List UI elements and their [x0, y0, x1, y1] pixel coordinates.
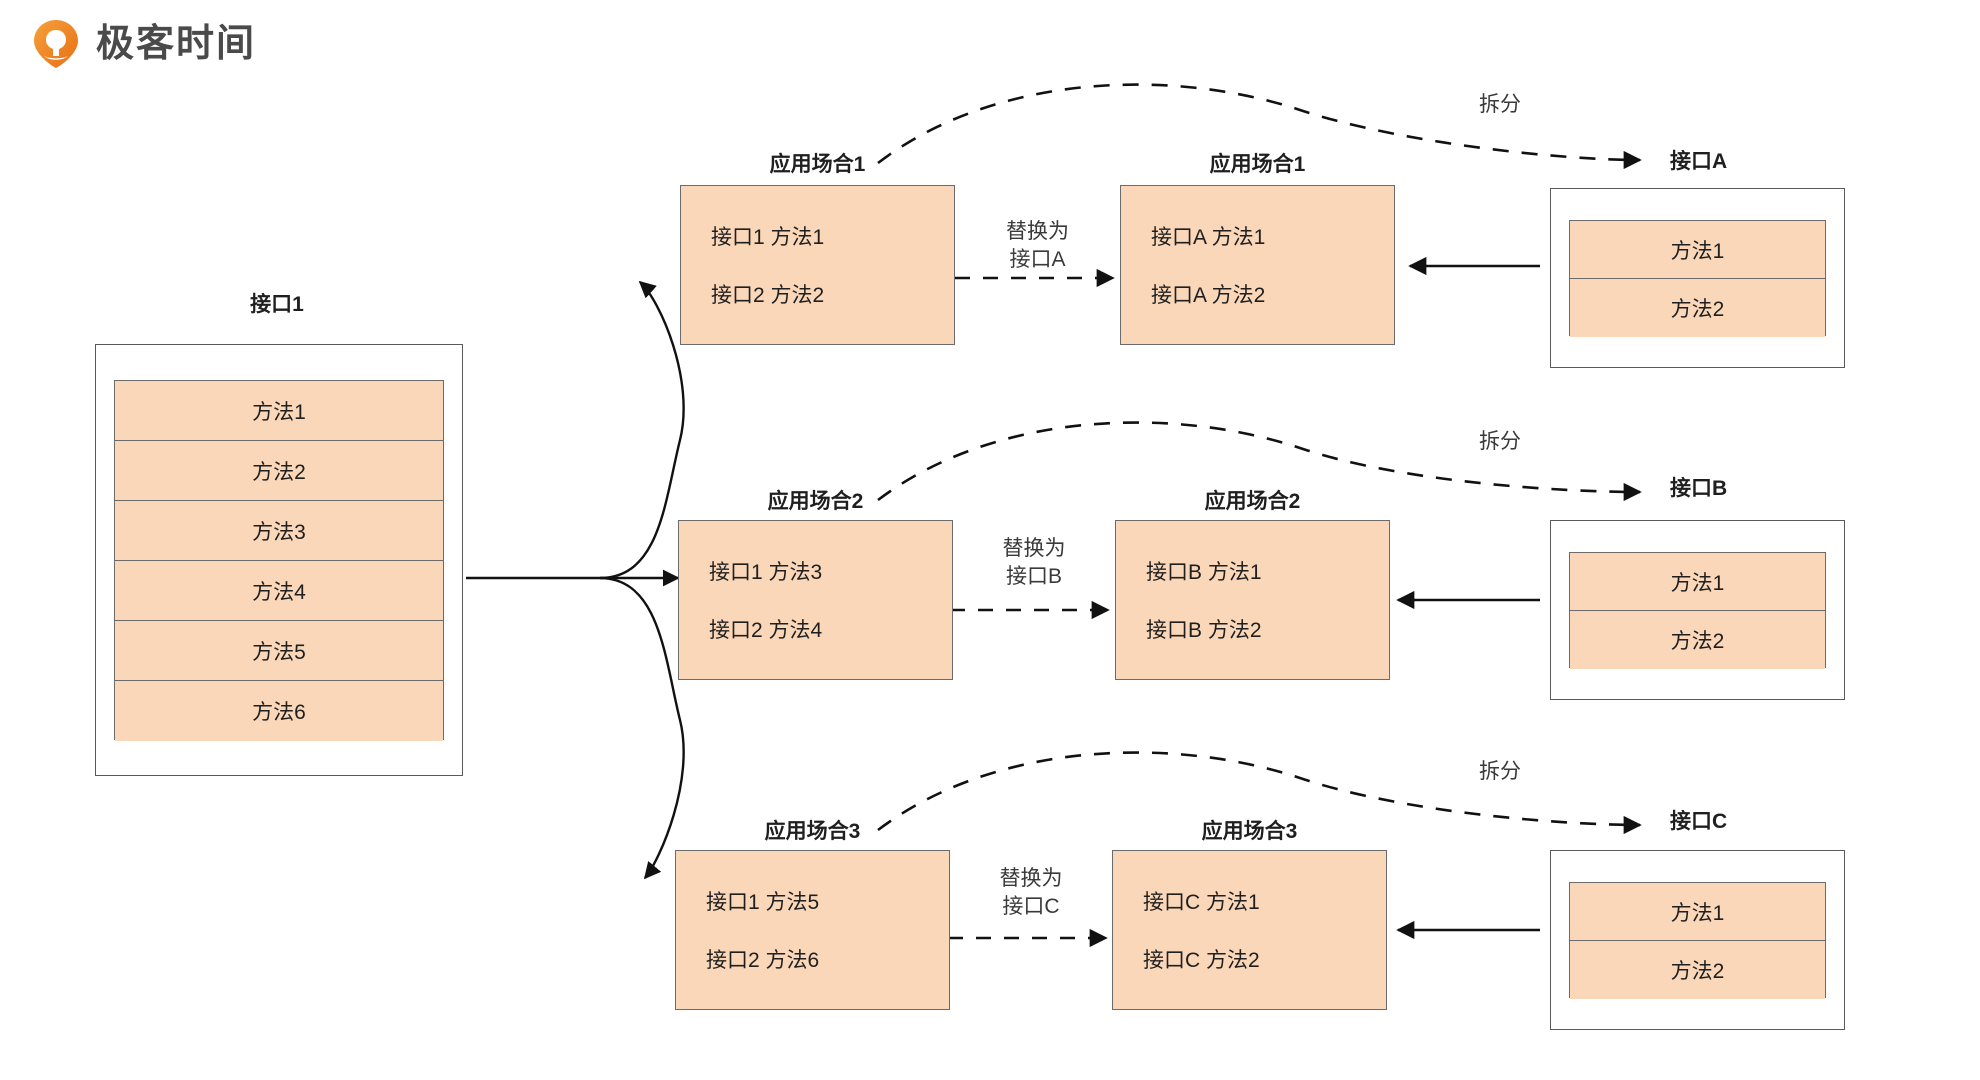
split-label: 拆分 [1479, 93, 1521, 116]
replace-label-line2: 接口B [1005, 565, 1062, 589]
method-row: 方法2 [1570, 279, 1825, 337]
after-line: 接口C 方法2 [1143, 949, 1260, 972]
before-line: 接口2 方法4 [709, 619, 823, 642]
before-line: 接口1 方法1 [711, 226, 825, 249]
method-row: 方法5 [115, 621, 443, 681]
before-box: 接口1 方法5 接口2 方法6 [675, 850, 950, 1010]
method-row: 方法1 [1570, 553, 1825, 611]
replace-label-line2: 接口A [1009, 248, 1066, 272]
before-line: 接口1 方法3 [709, 561, 823, 584]
target-interface-caption: 接口C [1670, 810, 1728, 833]
before-line: 接口2 方法2 [711, 284, 825, 307]
target-interface-caption: 接口A [1670, 150, 1728, 173]
after-box: 接口B 方法1 接口B 方法2 [1115, 520, 1390, 680]
after-box: 接口A 方法1 接口A 方法2 [1120, 185, 1395, 345]
geektime-logo-icon [30, 18, 82, 70]
before-box: 接口1 方法3 接口2 方法4 [678, 520, 953, 680]
brand-logo: 极客时间 [30, 18, 256, 70]
method-row: 方法2 [1570, 941, 1825, 999]
after-caption: 应用场合2 [1204, 490, 1301, 513]
replace-label: 替换为接口A [1006, 218, 1069, 275]
replace-label-line2: 接口C [1002, 895, 1060, 919]
replace-label-line1: 替换为 [999, 867, 1063, 890]
split-label: 拆分 [1479, 760, 1521, 783]
method-row: 方法4 [115, 561, 443, 621]
replace-label: 替换为接口B [1003, 535, 1066, 592]
replace-label-line1: 替换为 [1006, 220, 1069, 243]
method-row: 方法2 [1570, 611, 1825, 669]
after-line: 接口A 方法2 [1151, 284, 1266, 307]
after-line: 接口A 方法1 [1151, 226, 1266, 249]
method-row: 方法1 [1570, 883, 1825, 941]
method-row: 方法2 [115, 441, 443, 501]
before-line: 接口1 方法5 [706, 891, 820, 914]
before-caption: 应用场合1 [769, 153, 866, 176]
after-box: 接口C 方法1 接口C 方法2 [1112, 850, 1387, 1010]
brand-name: 极客时间 [96, 23, 257, 65]
method-row: 方法3 [115, 501, 443, 561]
before-box: 接口1 方法1 接口2 方法2 [680, 185, 955, 345]
after-caption: 应用场合1 [1209, 153, 1306, 176]
after-line: 接口B 方法2 [1146, 619, 1262, 642]
before-caption: 应用场合3 [764, 820, 861, 843]
after-caption: 应用场合3 [1201, 820, 1298, 843]
method-row: 方法1 [115, 381, 443, 441]
split-label: 拆分 [1479, 430, 1521, 453]
target-interface-caption: 接口B [1670, 477, 1728, 500]
replace-label: 替换为接口C [1000, 865, 1063, 922]
before-caption: 应用场合2 [767, 490, 864, 513]
method-row: 方法1 [1570, 221, 1825, 279]
after-line: 接口C 方法1 [1143, 891, 1260, 914]
after-line: 接口B 方法1 [1146, 561, 1262, 584]
replace-label-line1: 替换为 [1002, 537, 1066, 560]
method-row: 方法6 [115, 681, 443, 741]
fanout-connectors [466, 280, 685, 880]
source-interface-caption: 接口1 [250, 293, 304, 316]
before-line: 接口2 方法6 [706, 949, 820, 972]
